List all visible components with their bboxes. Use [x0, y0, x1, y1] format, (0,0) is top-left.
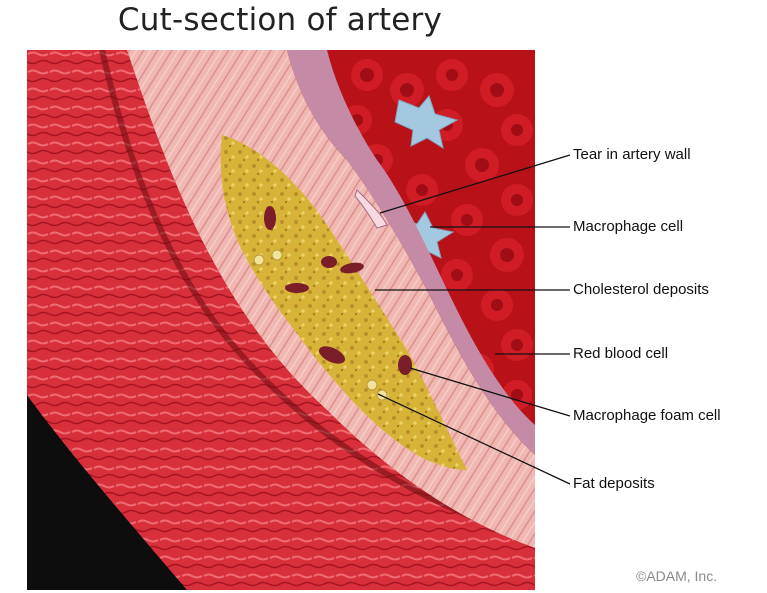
label-fat-deposits: Fat deposits: [573, 475, 655, 492]
diagram-title: Cut-section of artery: [0, 2, 560, 38]
label-macrophage-foam-cell: Macrophage foam cell: [573, 407, 721, 424]
label-tear-in-artery-wall: Tear in artery wall: [573, 146, 691, 163]
foam-cell: [264, 206, 276, 230]
foam-cell: [321, 256, 337, 268]
fat-deposit: [377, 390, 387, 400]
label-cholesterol-deposits: Cholesterol deposits: [573, 281, 709, 298]
foam-cell: [398, 355, 412, 375]
fat-deposit: [254, 255, 264, 265]
artery-illustration: [27, 50, 535, 590]
label-macrophage-cell: Macrophage cell: [573, 218, 683, 235]
fat-deposit: [367, 380, 377, 390]
foam-cell: [285, 283, 309, 293]
copyright-notice: ©ADAM, Inc.: [636, 568, 717, 584]
fat-deposit: [272, 250, 282, 260]
label-red-blood-cell: Red blood cell: [573, 345, 668, 362]
